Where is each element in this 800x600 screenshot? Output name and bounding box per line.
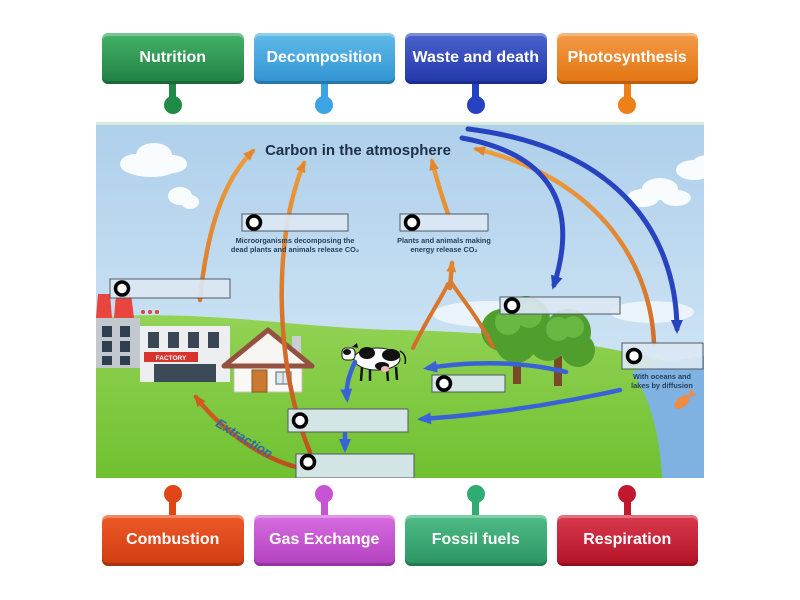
- chip-pin: [618, 84, 637, 114]
- plants-caption-line1: Plants and animals making: [397, 236, 491, 245]
- chip-label-nutrition[interactable]: Nutrition: [102, 33, 244, 84]
- chip-label-combustion[interactable]: Combustion: [102, 515, 244, 566]
- drop-target-circle[interactable]: [245, 214, 263, 231]
- chip-pin: [163, 485, 182, 515]
- drop-zone-plants-respire[interactable]: [399, 213, 489, 232]
- chip-label-photosynthesis[interactable]: Photosynthesis: [556, 33, 698, 84]
- word-chip-respiration[interactable]: Respiration: [556, 485, 698, 566]
- drop-zone-trees[interactable]: [499, 296, 621, 315]
- word-chip-combustion[interactable]: Combustion: [102, 485, 244, 566]
- chip-pin: [163, 84, 182, 114]
- drop-zone-oceans[interactable]: [621, 342, 704, 370]
- drop-target-circle[interactable]: [503, 297, 521, 314]
- top-edge-strip: [96, 122, 704, 125]
- chip-pin: [466, 84, 485, 114]
- chip-label-fossil-fuels[interactable]: Fossil fuels: [405, 515, 547, 566]
- chip-pin: [315, 485, 334, 515]
- word-chip-decomposition[interactable]: Decomposition: [253, 33, 395, 114]
- chip-label-gas-exchange[interactable]: Gas Exchange: [253, 515, 395, 566]
- word-chip-photosynthesis[interactable]: Photosynthesis: [556, 33, 698, 114]
- drop-zone-waste[interactable]: [287, 408, 409, 433]
- drop-zone-microorganisms[interactable]: [241, 213, 349, 232]
- diagram-title: Carbon in the atmosphere: [265, 142, 451, 159]
- fish-icon: [674, 387, 698, 409]
- chip-label-respiration[interactable]: Respiration: [556, 515, 698, 566]
- word-chip-fossil-fuels[interactable]: Fossil fuels: [405, 485, 547, 566]
- cow-icon: [341, 343, 407, 382]
- drop-zone-fossil[interactable]: [295, 453, 415, 479]
- diagram-captions: Microorganisms decomposing the dead plan…: [231, 236, 693, 390]
- carbon-flow-arrows-blue-dark: [459, 126, 683, 334]
- chip-label-waste-and-death[interactable]: Waste and death: [405, 33, 547, 84]
- chip-pin: [315, 84, 334, 114]
- drop-target-circle[interactable]: [299, 453, 317, 471]
- bottom-chip-row: Combustion Gas Exchange Fossil fuels Res…: [102, 485, 698, 566]
- drop-target-circle[interactable]: [625, 347, 643, 365]
- water: [632, 356, 704, 478]
- drop-target-circle[interactable]: [113, 280, 131, 297]
- factory-sign-label: FACTORY: [156, 355, 187, 362]
- carbon-flow-arrows-blue: [339, 359, 623, 453]
- drop-target-circle[interactable]: [291, 412, 309, 429]
- factory-icon: FACTORY: [96, 294, 230, 382]
- word-chip-gas-exchange[interactable]: Gas Exchange: [253, 485, 395, 566]
- plants-caption-line2: energy release CO₂: [410, 245, 477, 254]
- drop-zone-factory[interactable]: [109, 278, 231, 299]
- carbon-cycle-diagram: FACTORY: [96, 122, 724, 479]
- oceans-caption-line2: lakes by diffusion: [631, 381, 693, 390]
- word-chip-waste-and-death[interactable]: Waste and death: [405, 33, 547, 114]
- word-chip-nutrition[interactable]: Nutrition: [102, 33, 244, 114]
- drop-target-circle[interactable]: [435, 375, 453, 392]
- oceans-caption-line1: With oceans and: [633, 372, 691, 381]
- top-chip-row: Nutrition Decomposition Waste and death …: [102, 33, 698, 114]
- chip-pin: [618, 485, 637, 515]
- microorganisms-caption-line2: dead plants and animals release CO₂: [231, 245, 359, 254]
- drop-target-circle[interactable]: [403, 214, 421, 231]
- drop-zones: [109, 213, 704, 479]
- tree-icon: [481, 296, 595, 386]
- chip-label-decomposition[interactable]: Decomposition: [253, 33, 395, 84]
- drop-zone-cow[interactable]: [431, 374, 506, 393]
- chip-pin: [466, 485, 485, 515]
- microorganisms-caption-line1: Microorganisms decomposing the: [236, 236, 355, 245]
